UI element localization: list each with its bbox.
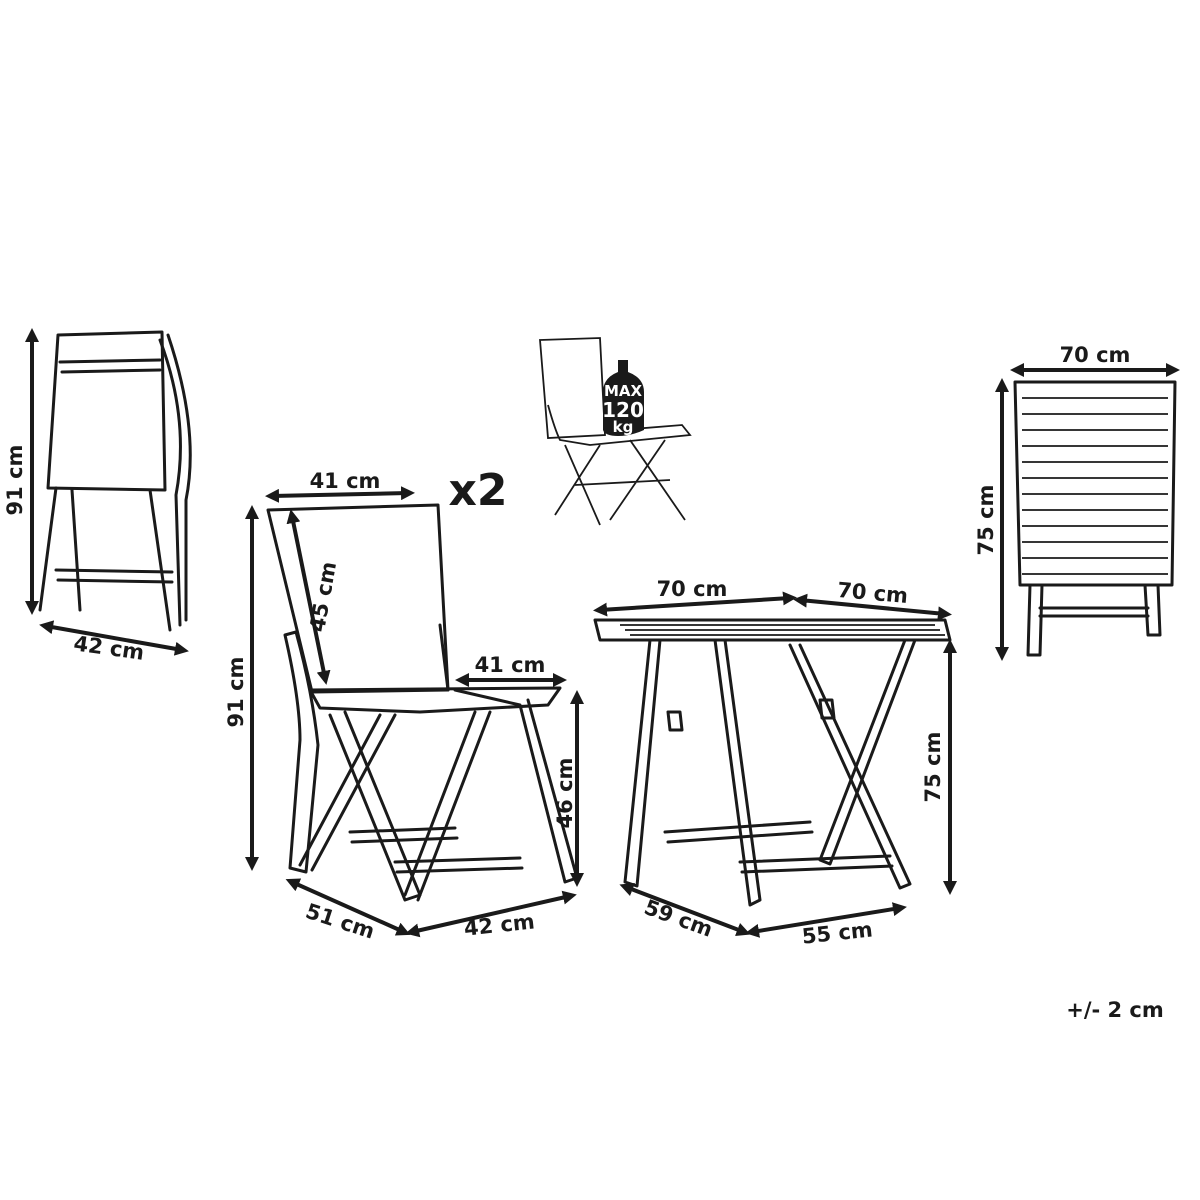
table-drawing (593, 618, 952, 907)
chair-back-height-label: 45 cm (305, 560, 341, 634)
weight-unit-label: kg (613, 418, 634, 436)
chair-seat-width-label: 41 cm (475, 653, 546, 677)
chair-width-label: 42 cm (463, 909, 536, 940)
folded-table-height-label: 75 cm (974, 485, 998, 556)
tolerance-note: +/- 2 cm (1066, 998, 1164, 1022)
folded-table-width-label: 70 cm (1060, 343, 1131, 367)
weight-max-label: MAX (604, 382, 643, 400)
table-top-width-label: 70 cm (657, 577, 728, 601)
table-height-label: 75 cm (921, 732, 945, 803)
chair-total-height-label: 91 cm (224, 657, 248, 728)
chair-drawing (266, 503, 579, 902)
folded-chair-height-label: 91 cm (3, 445, 27, 516)
folded-chair-width-label: 42 cm (72, 631, 146, 665)
weight-capacity-drawing: MAX 120 kg (539, 337, 692, 526)
chair-back-width-label: 41 cm (310, 469, 381, 493)
folded-chair-drawing (38, 330, 192, 632)
folded-table-drawing (1013, 380, 1177, 657)
table-base-depth-label: 59 cm (641, 895, 716, 942)
weight-value-label: 120 (602, 398, 644, 422)
quantity-label: x2 (449, 465, 508, 516)
chair-seat-height-label: 46 cm (553, 758, 577, 829)
